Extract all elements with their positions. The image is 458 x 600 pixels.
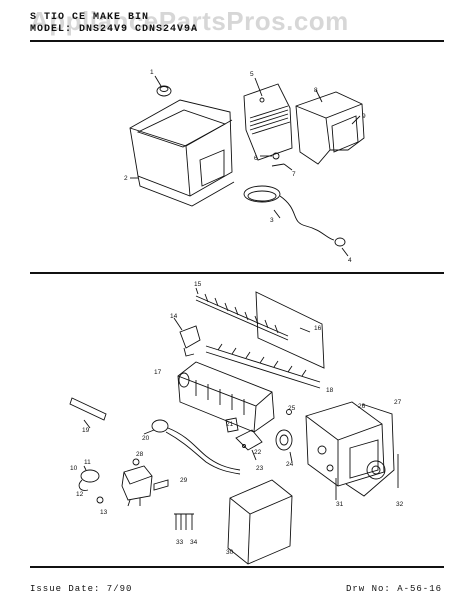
callout-3: 3 (270, 217, 274, 224)
callout-31: 31 (336, 501, 344, 508)
callout-19: 19 (82, 427, 90, 434)
callout-32: 32 (396, 501, 404, 508)
callout-33: 33 (176, 539, 184, 546)
callout-4: 4 (348, 257, 352, 264)
callout-10: 10 (70, 465, 78, 472)
part-screw (260, 152, 293, 171)
callout-17: 17 (154, 369, 162, 376)
part-ice-chute (295, 89, 365, 165)
model-line: MODEL: DNS24V9 CDNS24V9A (30, 24, 199, 35)
callout-1: 1 (150, 69, 154, 76)
callout-23: 23 (256, 465, 264, 472)
part-screw-set (174, 513, 194, 530)
part-cover (227, 479, 293, 565)
callout-22: 22 (254, 449, 262, 456)
part-stripper (205, 343, 321, 389)
part-bracket (243, 77, 293, 161)
callout-29: 29 (180, 477, 188, 484)
footer-rule (30, 566, 444, 568)
callout-18: 18 (326, 387, 334, 394)
part-motor-gear (275, 409, 293, 463)
callout-21: 21 (226, 421, 234, 428)
callout-8: 8 (314, 87, 318, 94)
part-wire-harness (243, 185, 349, 257)
part-heater (143, 419, 241, 475)
callout-9: 9 (362, 113, 366, 120)
part-fill-tube (69, 397, 107, 429)
part-ice-mold (177, 361, 275, 433)
callout-20: 20 (142, 435, 150, 442)
callout-5: 5 (250, 71, 254, 78)
callout-24: 24 (286, 461, 294, 468)
callout-25: 25 (288, 405, 296, 412)
section-title: S TIO CE MAKE BIN (30, 12, 150, 23)
part-ice-bin (129, 99, 235, 207)
callout-6: 6 (254, 155, 258, 162)
part-small-fittings (225, 417, 263, 461)
issue-date: Issue Date: 7/90 (30, 584, 133, 594)
callout-12: 12 (76, 491, 84, 498)
callout-16: 16 (314, 325, 322, 332)
callout-26: 26 (358, 403, 366, 410)
callout-15: 15 (194, 281, 202, 288)
part-knob (154, 75, 172, 97)
callout-13: 13 (100, 509, 108, 516)
part-switch (121, 458, 169, 507)
callout-14: 14 (170, 313, 178, 320)
drawing-number: Drw No: A-56-16 (345, 584, 442, 594)
header-rule (30, 40, 444, 42)
part-thermostat (173, 317, 201, 357)
part-shield (255, 291, 325, 369)
part-water-valve (78, 465, 104, 504)
callout-11: 11 (84, 459, 91, 466)
callout-30: 30 (226, 549, 234, 556)
callout-28: 28 (136, 451, 144, 458)
watermark: AppliancePartsPros.com (30, 6, 349, 36)
part-control-housing (305, 401, 399, 500)
callout-27: 27 (394, 399, 402, 406)
callout-2: 2 (124, 175, 128, 182)
callout-34: 34 (190, 539, 198, 546)
callout-7: 7 (292, 171, 296, 178)
section-divider (30, 272, 444, 274)
part-ejector (195, 287, 289, 341)
